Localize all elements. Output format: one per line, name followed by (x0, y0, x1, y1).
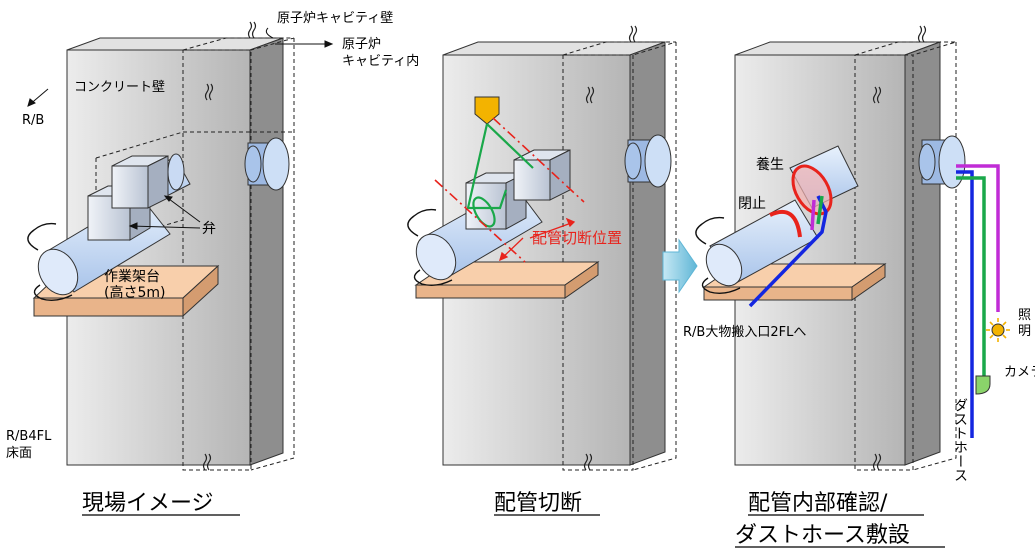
pipe (415, 149, 571, 281)
label-valve: 弁 (202, 221, 216, 237)
label-cut-position: 配管切断位置 (532, 229, 622, 247)
process-arrow (662, 238, 698, 294)
label-floor-1: R/B4FL (6, 429, 52, 444)
label-cavity-inside-2: キャビティ内 (342, 53, 419, 69)
cavity-wall-outline (854, 41, 957, 471)
wall-break-marks (202, 21, 257, 471)
label-cavity-wall: 原子炉キャビティ壁 (277, 11, 393, 26)
cut-position-lines (434, 117, 585, 263)
label-floor-2: 床面 (6, 446, 32, 461)
light-icon (986, 318, 1010, 342)
caption-site-image: 現場イメージ (82, 491, 214, 516)
concrete-wall-top (66, 37, 284, 51)
label-dust-hose: ダストホース (952, 398, 968, 482)
label-camera: カメラ (1004, 365, 1035, 380)
panel-site-image: 原子炉キャビティ壁 原子炉 キャビティ内 コンクリート壁 R/B 弁 作業架台 … (6, 11, 419, 516)
wall-break-marks (872, 25, 927, 471)
cut-guide-wires (466, 123, 534, 228)
label-close: 閉止 (738, 196, 766, 212)
pipe-cables (27, 222, 73, 302)
cavity-wall-outline (562, 41, 677, 471)
closure-arc (769, 209, 802, 238)
label-cure: 養生 (756, 156, 784, 173)
label-cavity-inside-1: 原子炉 (342, 37, 381, 52)
label-light-2: 明 (1018, 324, 1031, 339)
concrete-wall-side (904, 41, 941, 466)
concrete-wall-side (629, 41, 666, 466)
caption-inspection-2: ダストホース敷設 (735, 523, 910, 548)
pipe-cables (407, 208, 453, 287)
concrete-wall-top (442, 41, 666, 56)
wall-penetration-flange (624, 134, 672, 188)
wall-break-marks (583, 25, 638, 471)
concrete-wall-side (249, 37, 284, 466)
camera-cable-line (816, 176, 986, 376)
caption-pipe-cutting: 配管切断 (494, 491, 582, 516)
label-scaffold-2: (高さ5m) (104, 284, 165, 301)
caption-inspection-1: 配管内部確認/ (748, 491, 888, 516)
panel-pipe-cutting: 配管切断位置 配管切断 (407, 25, 677, 516)
label-concrete-wall: コンクリート壁 (74, 80, 165, 95)
label-light-1: 照 (1018, 308, 1031, 323)
panel-inspection: 養生 閉止 R/B大物搬入口2FLへ 照 明 カメラ ダストホース 配管内部確認… (683, 25, 1035, 548)
camera-icon (975, 375, 991, 395)
valve-pointers (27, 40, 334, 230)
pipe-cables (695, 216, 741, 295)
wall-penetration-flange (918, 135, 966, 189)
label-rb-entrance: R/B大物搬入口2FLへ (683, 325, 806, 340)
light-cable-line (810, 164, 1000, 312)
cut-position-pointers (498, 217, 576, 262)
label-scaffold-1: 作業架台 (104, 269, 160, 285)
wall-penetration-flange (244, 137, 290, 191)
label-rb: R/B (22, 113, 44, 128)
cavity-wall-pointer (265, 27, 274, 39)
